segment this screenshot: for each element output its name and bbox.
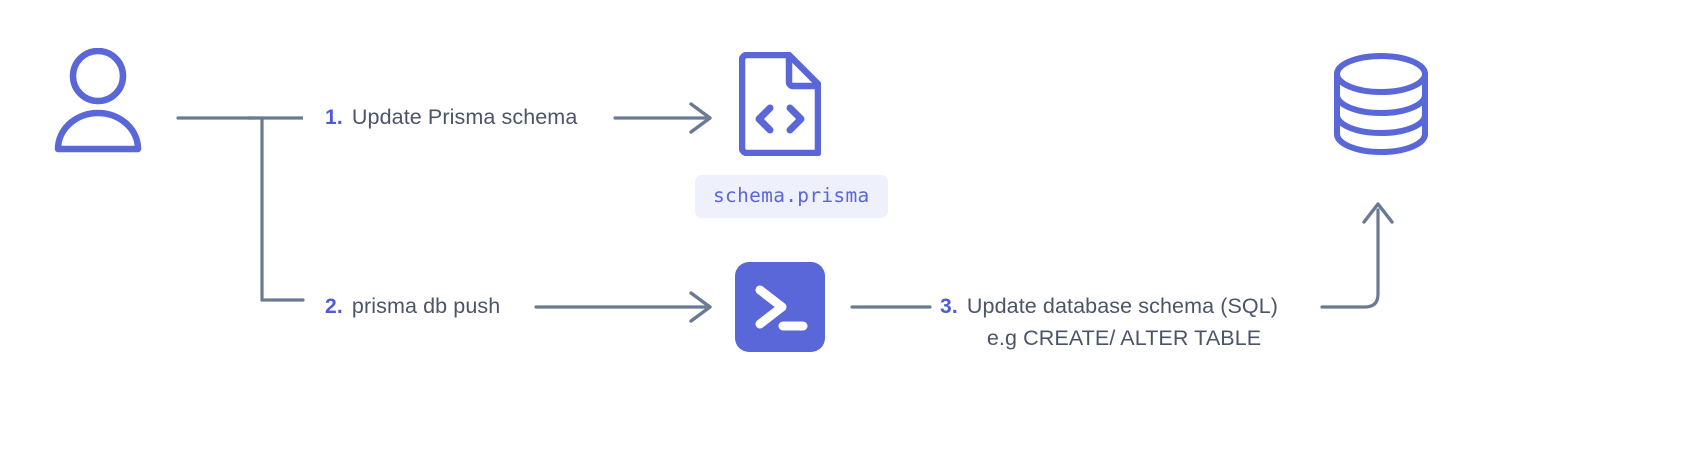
database-node	[1333, 52, 1429, 161]
connector-step3-database	[1320, 208, 1380, 309]
step-1-label: 1. Update Prisma schema	[325, 105, 577, 130]
user-node	[50, 47, 150, 159]
step-2-number: 2.	[325, 295, 343, 318]
arrow-head-step1	[689, 102, 712, 134]
step-3-line-1: 3. Update database schema (SQL)	[940, 294, 1278, 319]
step-3-label: 3. Update database schema (SQL) e.g CREA…	[940, 294, 1278, 351]
terminal-node	[735, 262, 825, 357]
step-3-line-2: e.g CREATE/ ALTER TABLE	[986, 326, 1262, 350]
step-3-number: 3.	[940, 295, 958, 318]
step-3-text: Update database schema (SQL)	[966, 294, 1279, 318]
schema-file-node	[738, 51, 822, 161]
user-icon	[54, 47, 142, 153]
terminal-icon	[735, 262, 825, 352]
step-2-label: 2. prisma db push	[325, 294, 500, 319]
connector-branch-down	[260, 116, 305, 302]
step-2-text: prisma db push	[351, 294, 501, 318]
arrow-head-database	[1362, 202, 1394, 224]
step-1-text: Update Prisma schema	[351, 105, 578, 129]
step-1-number: 1.	[325, 106, 343, 129]
arrow-head-step2	[689, 291, 712, 323]
code-file-icon	[738, 51, 822, 157]
database-icon	[1334, 53, 1428, 155]
schema-file-label: schema.prisma	[695, 175, 888, 218]
